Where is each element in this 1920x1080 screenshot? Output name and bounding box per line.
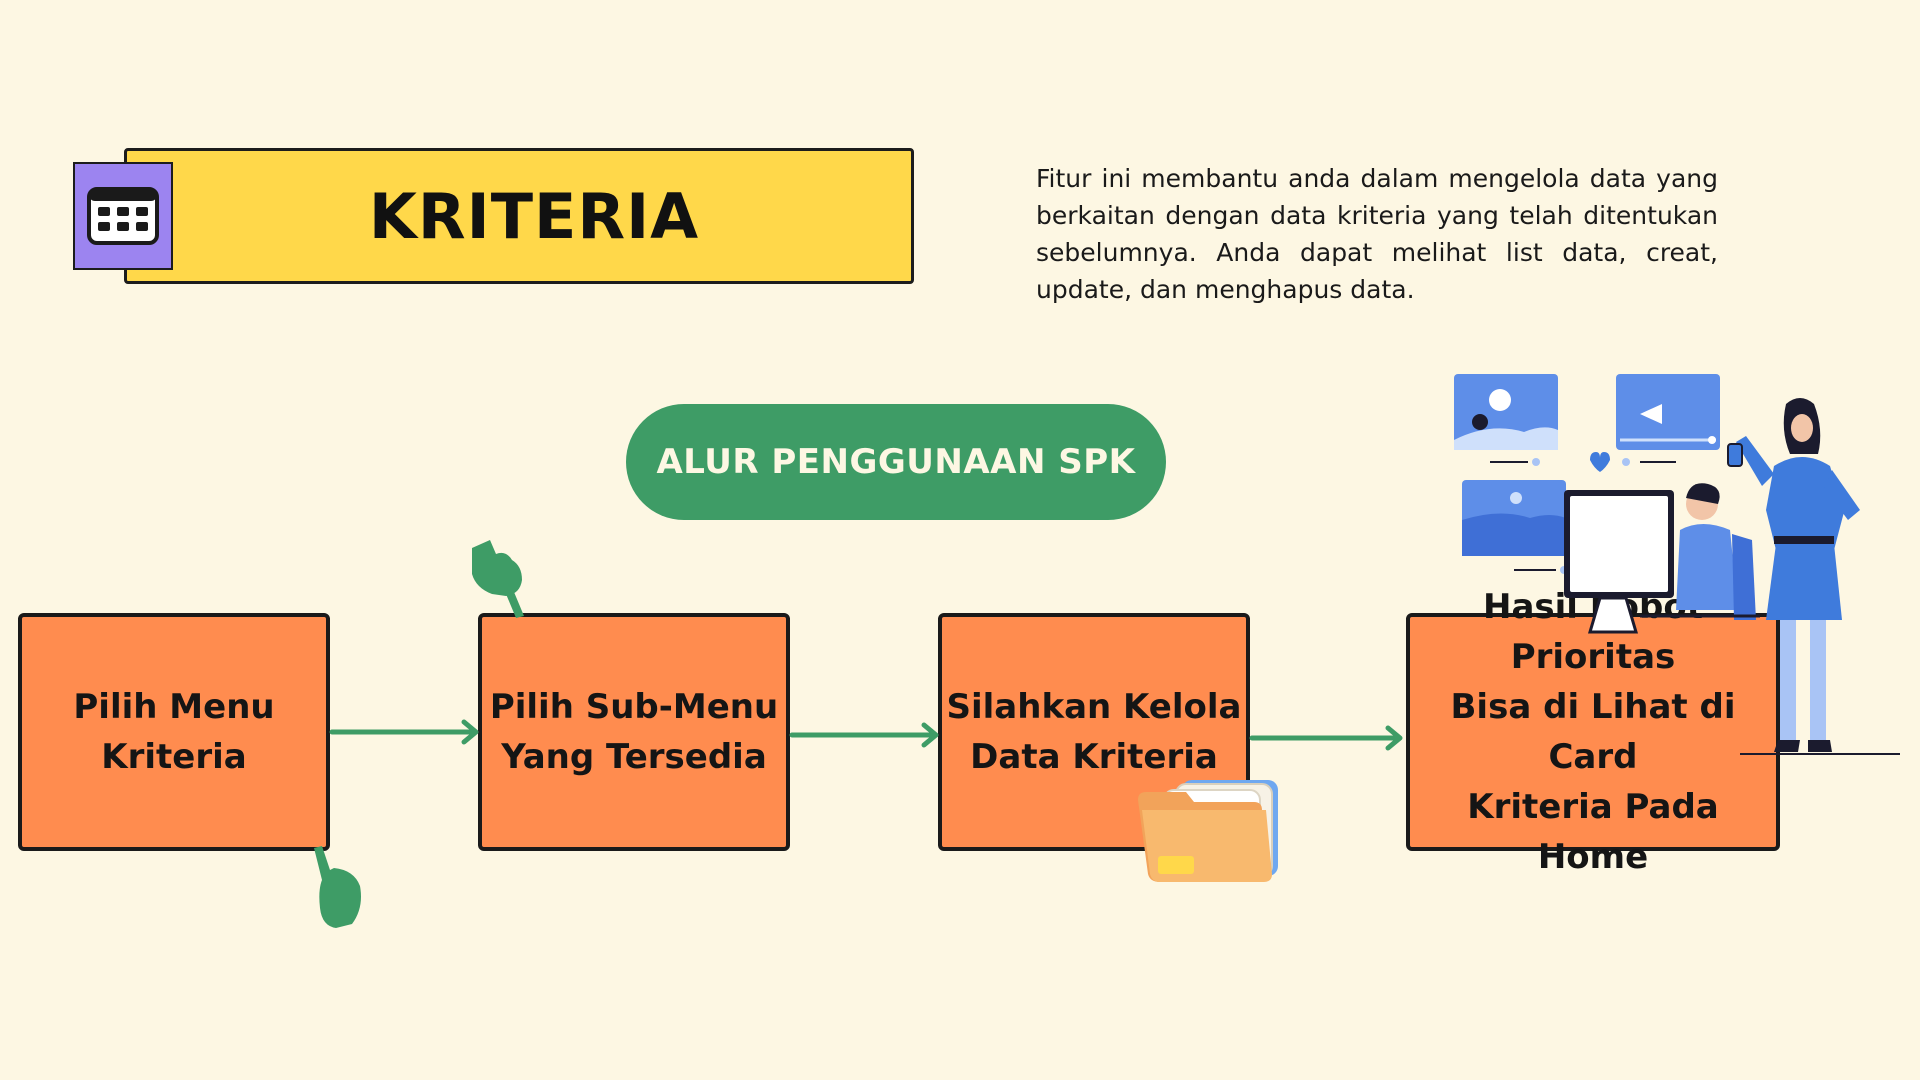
step-1-box: Pilih Menu Kriteria [18, 613, 330, 851]
step-4-box: Hasil Bobot Prioritas Bisa di Lihat di C… [1406, 587, 1780, 877]
step-3-line-2: Data Kriteria [970, 737, 1218, 777]
step-4-line-2: Bisa di Lihat di Card [1450, 687, 1736, 777]
page-title: KRITERIA [368, 179, 700, 253]
step-2-line-2: Yang Tersedia [501, 737, 767, 777]
title-banner: KRITERIA [124, 148, 914, 284]
flow-title: ALUR PENGGUNAAN SPK [626, 404, 1166, 520]
step-2-box: Pilih Sub-Menu Yang Tersedia [478, 613, 790, 851]
pointing-hand-icon [314, 846, 361, 928]
step-3-box: Silahkan Kelola Data Kriteria [938, 613, 1250, 851]
arrow-1-2-head [461, 719, 479, 745]
people-computer-illustration [1454, 374, 1900, 755]
feature-description: Fitur ini membantu anda dalam mengelola … [1036, 164, 1718, 304]
folder-icon [1138, 780, 1278, 882]
arrow-3-4-head [1385, 725, 1403, 751]
step-3-line-1: Silahkan Kelola [946, 687, 1242, 727]
calendar-icon [73, 162, 173, 270]
step-4-line-3: Kriteria Pada Home [1467, 787, 1719, 877]
step-1-line-2: Kriteria [101, 737, 247, 777]
pointing-hand-icon [472, 540, 524, 618]
step-1-line-1: Pilih Menu [73, 687, 275, 727]
step-2-line-1: Pilih Sub-Menu [489, 687, 779, 727]
arrow-2-3-head [921, 722, 939, 748]
